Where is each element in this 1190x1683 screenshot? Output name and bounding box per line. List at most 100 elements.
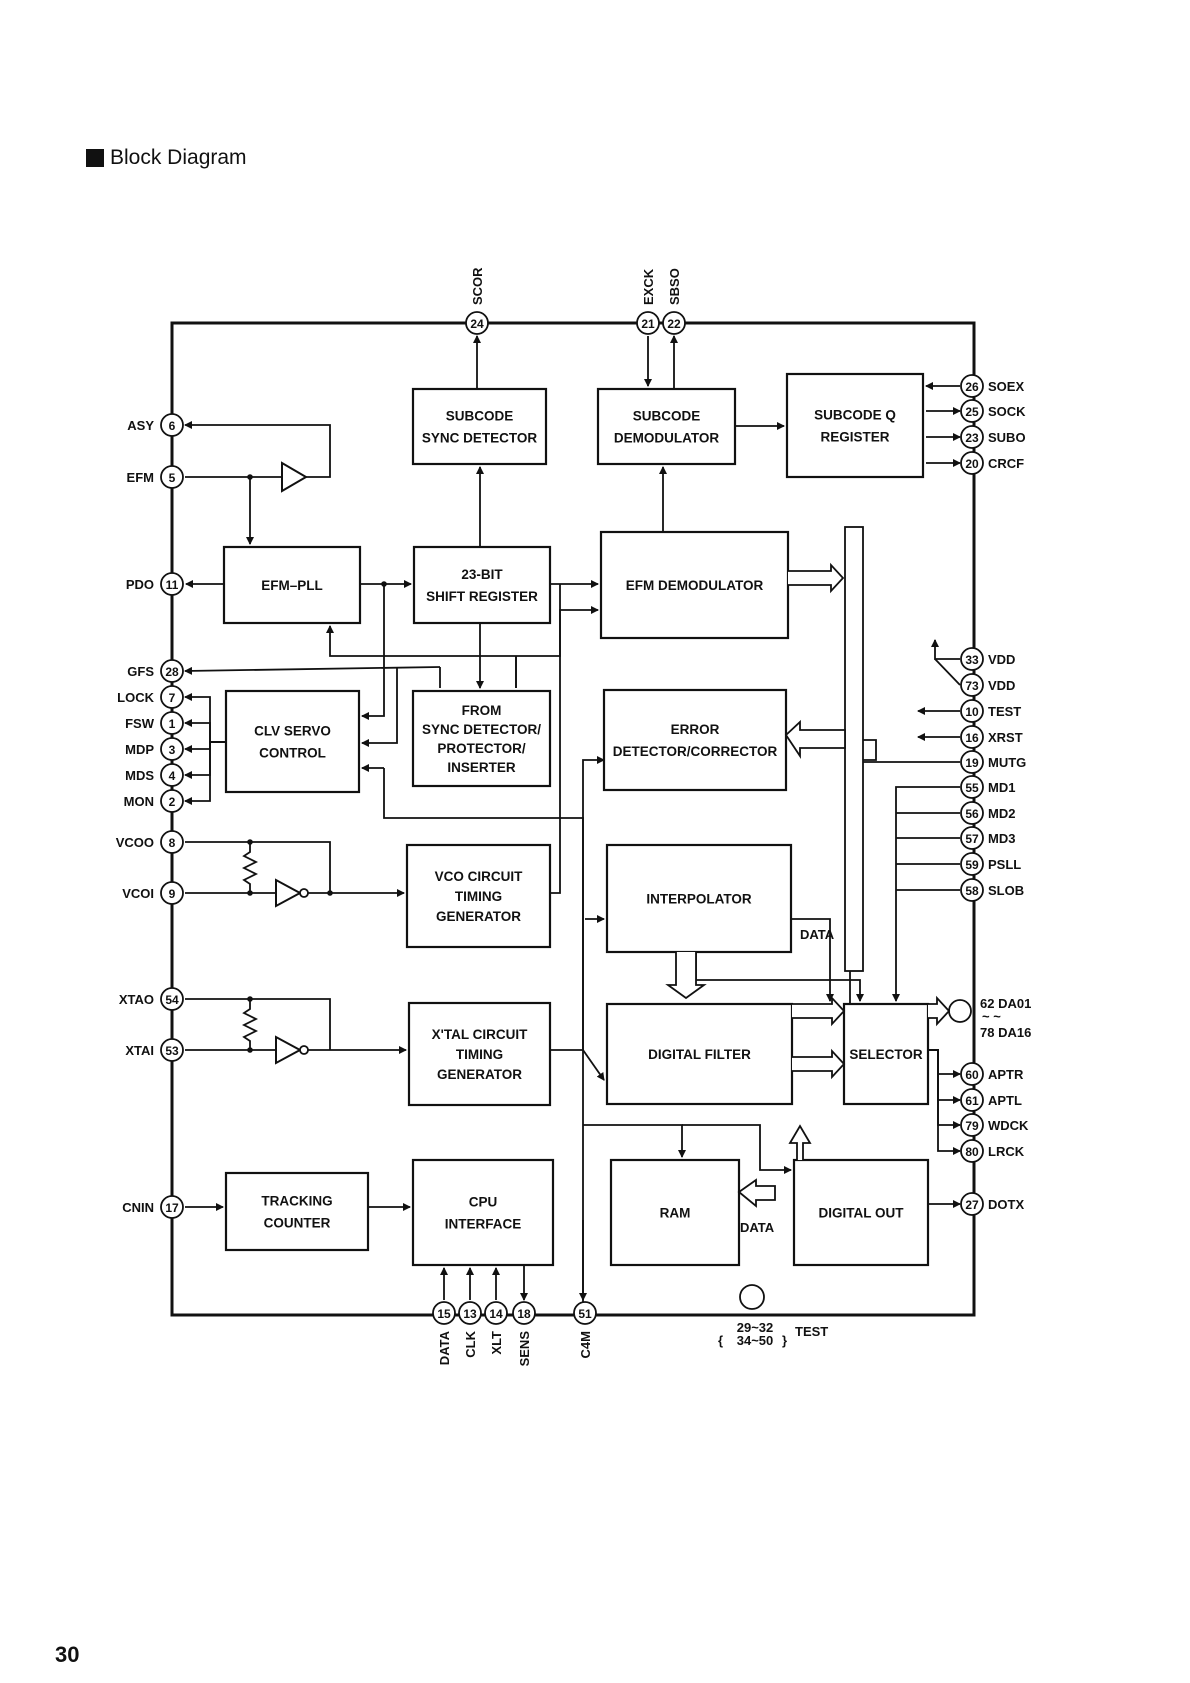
pin-label: TEST xyxy=(988,704,1021,719)
block-label: DEMODULATOR xyxy=(614,431,719,446)
block-label: TRACKING xyxy=(261,1194,332,1209)
pin-number: 28 xyxy=(165,665,179,679)
right-pin-25 xyxy=(960,399,984,423)
signal-line xyxy=(559,606,599,656)
left-pin-6 xyxy=(160,413,184,437)
pin-label: XTAO xyxy=(119,992,154,1007)
pin-label: MD2 xyxy=(988,806,1015,821)
block-label: SYNC DETECTOR xyxy=(422,431,538,446)
inverter-bubble-icon xyxy=(299,1045,309,1055)
pin-number: 23 xyxy=(965,431,979,445)
pin-label: PSLL xyxy=(988,857,1021,872)
test-group-label: TEST xyxy=(795,1324,828,1339)
left-pin-1 xyxy=(160,711,184,735)
signal-line xyxy=(383,768,584,1313)
bus-tap xyxy=(863,739,877,761)
signal-line xyxy=(928,1049,961,1104)
left-pin-4 xyxy=(160,763,184,787)
block-ram xyxy=(609,1158,741,1267)
pin-label: VDD xyxy=(988,678,1015,693)
block-label: RAM xyxy=(660,1206,691,1221)
pin-number: 57 xyxy=(965,832,979,846)
signal-line xyxy=(550,656,561,894)
block-efm-pll xyxy=(222,545,362,625)
block-label: DIGITAL OUT xyxy=(819,1206,905,1221)
right-pin-60 xyxy=(960,1062,984,1086)
block-efm-demodulator xyxy=(599,530,790,640)
pin-number: 27 xyxy=(965,1198,979,1212)
bottom-pin-14 xyxy=(484,1301,508,1325)
test-group-range-2: 34~50 xyxy=(737,1333,774,1348)
pin-number: 73 xyxy=(965,679,979,693)
block-label: EFM–PLL xyxy=(261,578,323,593)
inverter-bubble-icon xyxy=(299,888,309,898)
pin-label: XTAI xyxy=(125,1043,154,1058)
block-label: DETECTOR/CORRECTOR xyxy=(613,744,778,759)
right-pin-61 xyxy=(960,1088,984,1112)
pin-number: 51 xyxy=(578,1307,592,1321)
signal-line xyxy=(928,1049,961,1078)
right-pin-26 xyxy=(960,374,984,398)
right-pin-79 xyxy=(960,1113,984,1137)
pin-label: XLT xyxy=(489,1331,504,1355)
pin-number: 9 xyxy=(169,887,176,901)
pin-label: ASY xyxy=(127,418,154,433)
block-label: SHIFT REGISTER xyxy=(426,589,538,604)
pin-number: 55 xyxy=(965,781,979,795)
left-pin-8 xyxy=(160,830,184,854)
pin-number: 24 xyxy=(470,317,484,331)
block-label: SYNC DETECTOR/ xyxy=(422,722,541,737)
signal-line xyxy=(184,421,331,448)
pin-label: SENS xyxy=(517,1331,532,1367)
right-pin-19 xyxy=(960,750,984,774)
block-selector xyxy=(842,1002,930,1106)
block-label: CLV SERVO xyxy=(254,724,331,739)
dai-output-circle xyxy=(948,999,972,1023)
data-bus-line xyxy=(844,526,864,972)
block-subcode-demod xyxy=(596,387,737,466)
right-pin-33 xyxy=(960,647,984,671)
pin-label: MON xyxy=(124,794,154,809)
right-pin-10 xyxy=(960,699,984,723)
signal-line xyxy=(184,693,226,743)
top-pin-21 xyxy=(636,311,660,335)
pin-number: 15 xyxy=(437,1307,451,1321)
block-label: GENERATOR xyxy=(437,1067,522,1082)
dai-label-top: 62 DA01 xyxy=(980,996,1031,1011)
pin-label: SBSO xyxy=(667,268,682,305)
pin-label: MDP xyxy=(125,742,154,757)
pin-number: 22 xyxy=(667,317,681,331)
left-pin-11 xyxy=(160,572,184,596)
block-label: GENERATOR xyxy=(436,909,521,924)
signal-line xyxy=(184,666,441,675)
block-error-detector xyxy=(602,688,788,792)
bus-arrow-icon xyxy=(788,562,845,594)
pin-number: 26 xyxy=(965,380,979,394)
left-pin-7 xyxy=(160,685,184,709)
signal-line xyxy=(931,639,960,660)
pin-number: 3 xyxy=(169,743,176,757)
amplifier-triangle-icon xyxy=(281,461,308,493)
pin-label: CLK xyxy=(463,1330,478,1357)
signal-line xyxy=(550,756,605,1051)
left-pin-53 xyxy=(160,1038,184,1062)
bottom-pin-13 xyxy=(458,1301,482,1325)
pin-label: C4M xyxy=(578,1331,593,1358)
pin-label: GFS xyxy=(127,664,154,679)
pin-label: EFM xyxy=(127,470,154,485)
top-pin-22 xyxy=(662,311,686,335)
pin-label: SOCK xyxy=(988,404,1026,419)
page-number: 30 xyxy=(55,1642,80,1667)
pin-label: VDD xyxy=(988,652,1015,667)
pin-number: 18 xyxy=(517,1307,531,1321)
pin-label: VCOI xyxy=(122,886,154,901)
bus-arrow-icon xyxy=(792,995,846,1027)
signal-line xyxy=(928,1049,961,1129)
pin-label: VCOO xyxy=(116,835,154,850)
block-label: INSERTER xyxy=(447,760,516,775)
signal-line xyxy=(934,658,961,686)
pin-label: EXCK xyxy=(641,268,656,305)
pin-label: MUTG xyxy=(988,755,1026,770)
block-label: TIMING xyxy=(455,889,502,904)
block-label: ERROR xyxy=(671,722,720,737)
